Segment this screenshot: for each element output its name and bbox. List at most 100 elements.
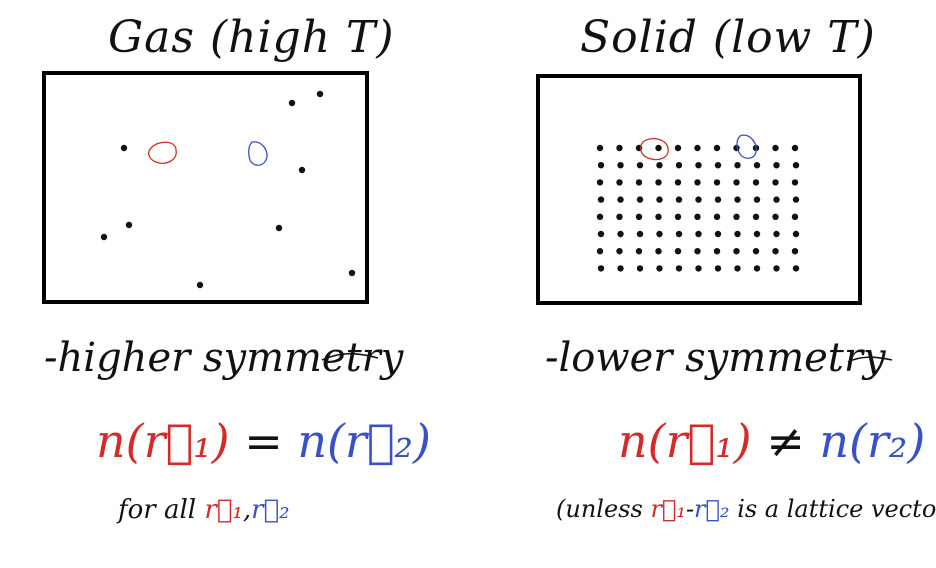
lattice-particle xyxy=(773,162,780,169)
solid-note-r1: r⃗₁ xyxy=(650,495,686,523)
gas-particle xyxy=(125,221,133,229)
lattice-particle xyxy=(597,162,605,169)
lattice-particle xyxy=(773,230,780,238)
lattice-particle xyxy=(714,196,722,203)
solid-note: (unless r⃗₁-r⃗₂ is a lattice vector) xyxy=(556,495,936,523)
lattice-particles xyxy=(596,144,800,272)
lattice-particle xyxy=(714,230,722,238)
solid-note-r2: r⃗₂ xyxy=(694,495,730,523)
gas-particle xyxy=(196,281,204,289)
lattice-particle xyxy=(733,248,740,255)
lattice-particle xyxy=(656,162,663,169)
lattice-particle xyxy=(694,213,701,220)
solid-symmetry-label: -lower symmetry xyxy=(545,335,886,381)
gas-note: for all r⃗₁,r⃗₂ xyxy=(118,495,290,525)
solid-eq-rhs: n(r₂) xyxy=(819,414,926,468)
lattice-particle xyxy=(773,265,780,272)
gas-note-r1: r⃗₁ xyxy=(204,495,243,525)
lattice-particle xyxy=(752,213,760,220)
lattice-particle xyxy=(734,265,741,272)
lattice-particle xyxy=(674,248,682,255)
lattice-particle xyxy=(675,196,683,203)
lattice-particle xyxy=(772,179,779,186)
lattice-particle xyxy=(772,248,779,255)
gas-eq-rhs: n(r⃗₂) xyxy=(297,414,431,468)
lattice-particle xyxy=(792,162,800,169)
gas-note-prefix: for all xyxy=(118,495,197,525)
gas-particle xyxy=(298,166,306,174)
lattice-particle xyxy=(675,265,683,272)
lattice-particle xyxy=(772,144,779,152)
lattice-particle xyxy=(616,213,623,220)
lattice-particle xyxy=(635,179,643,186)
lattice-particle xyxy=(714,162,722,169)
lattice-particle xyxy=(734,230,741,238)
solid-region-r1-loop xyxy=(640,137,669,161)
gas-particle xyxy=(100,233,108,241)
gas-box xyxy=(42,71,369,304)
lattice-particle xyxy=(792,196,800,203)
lattice-particle xyxy=(792,230,800,238)
lattice-particle xyxy=(734,162,741,169)
lattice-particle xyxy=(694,179,701,186)
solid-note-minus: - xyxy=(685,495,695,523)
solid-note-rest: is a lattice vector) xyxy=(737,495,936,523)
lattice-particle xyxy=(753,265,761,272)
lattice-particle xyxy=(656,230,663,238)
lattice-particle xyxy=(714,265,722,272)
lattice-particle xyxy=(596,213,604,220)
lattice-particle xyxy=(617,265,624,272)
solid-eq-lhs: n(r⃗₁) xyxy=(618,414,752,468)
lattice-particle xyxy=(791,144,799,152)
lattice-particle xyxy=(694,144,701,152)
gas-equation: n(r⃗₁) = n(r⃗₂) xyxy=(96,414,431,468)
lattice-particle xyxy=(616,144,623,152)
lattice-particle xyxy=(791,248,799,255)
lattice-particle xyxy=(656,265,663,272)
lattice-particle xyxy=(617,196,624,203)
lattice-particle xyxy=(753,162,761,169)
gas-particle xyxy=(120,144,128,152)
lattice-particle xyxy=(733,179,740,186)
gas-particle xyxy=(288,99,296,107)
lattice-particle xyxy=(596,248,604,255)
lattice-particle xyxy=(636,230,644,238)
lattice-particle xyxy=(753,196,761,203)
lattice-particle xyxy=(713,179,721,186)
gas-symmetry-label: -higher symmetry xyxy=(44,335,404,381)
lattice-particle xyxy=(597,230,605,238)
gas-particle xyxy=(348,269,356,277)
lattice-particle xyxy=(675,230,683,238)
lattice-particle xyxy=(695,196,702,203)
solid-region-r2-loop xyxy=(736,134,757,159)
gas-particle xyxy=(316,90,324,98)
lattice-particle xyxy=(617,162,624,169)
lattice-particle xyxy=(713,213,721,220)
lattice-particle xyxy=(772,213,779,220)
lattice-particle xyxy=(773,196,780,203)
lattice-particle xyxy=(635,213,643,220)
lattice-particle xyxy=(791,213,799,220)
lattice-particle xyxy=(734,196,741,203)
lattice-particle xyxy=(733,213,740,220)
lattice-particle xyxy=(616,179,623,186)
lattice-particle xyxy=(675,162,683,169)
solid-equation: n(r⃗₁) ≠ n(r₂) xyxy=(618,414,925,468)
lattice-particle xyxy=(752,248,760,255)
lattice-particle xyxy=(635,248,643,255)
gas-region-r1-loop xyxy=(148,141,177,164)
gas-title: Gas (high T) xyxy=(108,12,395,63)
lattice-particle xyxy=(752,179,760,186)
lattice-particle xyxy=(713,144,721,152)
solid-note-open: (unless xyxy=(556,495,643,523)
lattice-particle xyxy=(636,265,644,272)
lattice-particle xyxy=(636,162,644,169)
lattice-particle xyxy=(596,144,604,152)
lattice-particle xyxy=(792,265,800,272)
lattice-particle xyxy=(674,179,682,186)
lattice-particle xyxy=(636,196,644,203)
lattice-particle xyxy=(791,179,799,186)
lattice-particle xyxy=(616,248,623,255)
gas-eq-op: = xyxy=(244,414,283,468)
